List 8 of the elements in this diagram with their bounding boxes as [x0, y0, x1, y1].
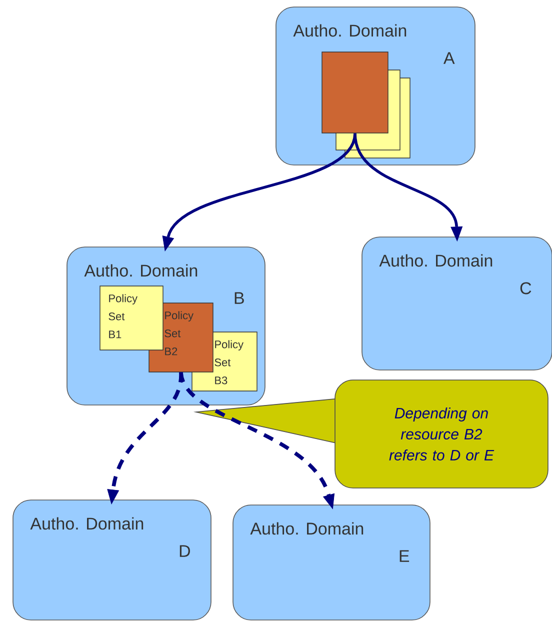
domain-box: Autho. Domain D	[12, 500, 212, 620]
domain-box: Autho. Domain C	[362, 236, 552, 370]
arrow	[179, 372, 335, 509]
policy-set-box: Policy Set B1	[100, 286, 164, 350]
arrow	[354, 133, 463, 242]
arrow	[107, 372, 183, 504]
policy-set-stack	[322, 52, 410, 158]
domain-box: Autho. Domain E	[232, 504, 430, 620]
